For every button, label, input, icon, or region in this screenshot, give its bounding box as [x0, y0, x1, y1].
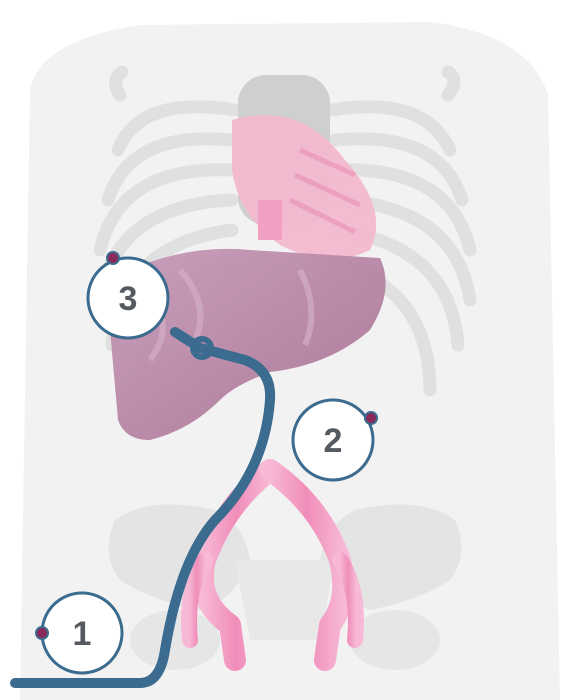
- callout-dot-icon: [365, 412, 377, 424]
- callout-3-label: 3: [119, 280, 138, 318]
- callout-dot-icon: [36, 627, 48, 639]
- callout-1-label: 1: [73, 615, 92, 653]
- callout-dot-icon: [107, 252, 119, 264]
- callout-2-label: 2: [324, 422, 343, 460]
